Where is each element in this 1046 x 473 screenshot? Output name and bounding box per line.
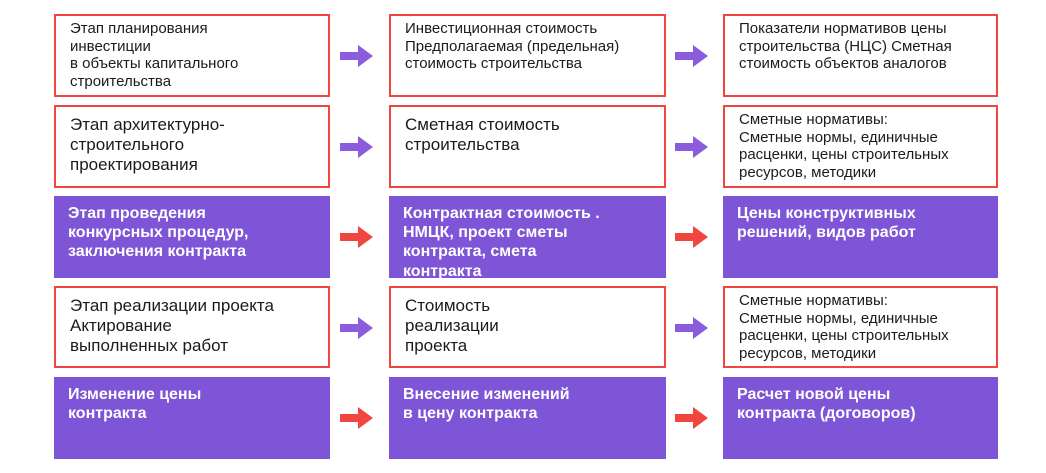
box-text-line: стоимость объектов аналогов xyxy=(739,55,947,73)
box-text-line: решений, видов работ xyxy=(737,224,916,242)
arrow-right-icon xyxy=(675,226,708,248)
estimate-norms-box: Сметные нормативы: Сметные нормы, единич… xyxy=(723,105,998,188)
box-text-line: ресурсов, методики xyxy=(739,344,877,362)
box-text-line: Изменение цены xyxy=(68,386,202,403)
box-text-line: Инвестиционная стоимость xyxy=(405,20,598,37)
stage-tender-box: Этап проведения конкурсных процедур, зак… xyxy=(54,196,330,278)
arrow-right-icon xyxy=(340,317,373,339)
box-text-line: контракта xyxy=(403,262,482,278)
box-text-line: проектирования xyxy=(70,154,198,174)
box-text-line: выполненных работ xyxy=(70,335,229,355)
box-text-line: Сметные нормы, единичные xyxy=(739,128,938,146)
box-text-line: Этап архитектурно- xyxy=(70,115,225,134)
box-text-line: Сметные нормативы: xyxy=(739,292,888,309)
box-text-line: Сметные нормативы: xyxy=(739,111,888,128)
box-text-line: Цены конструктивных xyxy=(737,205,916,222)
box-text-line: реализации xyxy=(405,315,499,335)
box-text-line: контракта, смета xyxy=(403,243,537,261)
box-text-line: строительства (НЦС) Сметная xyxy=(739,37,952,55)
arrow-right-icon xyxy=(340,407,373,429)
box-text-line: Контрактная стоимость . xyxy=(403,205,600,222)
box-text-line: Сметная стоимость xyxy=(405,115,560,134)
price-change-box: Изменение цены контракта xyxy=(54,377,330,459)
box-text-line: ресурсов, методики xyxy=(739,163,877,181)
box-text-line: строительства xyxy=(70,72,172,90)
box-text-line: Этап реализации проекта xyxy=(70,296,274,315)
box-text-line: расценки, цены строительных xyxy=(739,146,949,164)
arrow-right-icon xyxy=(340,45,373,67)
arrow-right-icon xyxy=(340,136,373,158)
box-text-line: НМЦК, проект сметы xyxy=(403,224,568,242)
arrow-right-icon xyxy=(675,45,708,67)
box-text-line: инвестиции xyxy=(70,37,151,55)
box-text-line: Показатели нормативов цены xyxy=(739,20,947,37)
structural-prices-box: Цены конструктивных решений, видов работ xyxy=(723,196,998,278)
arrow-right-icon xyxy=(675,317,708,339)
box-text-line: контракта xyxy=(68,405,147,423)
box-text-line: Этап проведения xyxy=(68,205,206,222)
box-text-line: Стоимость xyxy=(405,296,491,315)
arrow-right-icon xyxy=(340,226,373,248)
estimate-norms-box: Сметные нормативы: Сметные нормы, единич… xyxy=(723,286,998,368)
implementation-cost-box: Стоимость реализации проекта xyxy=(389,286,666,368)
box-text-line: проекта xyxy=(405,335,468,355)
price-amendment-box: Внесение изменений в цену контракта xyxy=(389,377,666,459)
box-text-line: Расчет новой цены xyxy=(737,386,891,403)
new-price-calc-box: Расчет новой цены контракта (договоров) xyxy=(723,377,998,459)
box-text-line: Этап планирования xyxy=(70,20,208,37)
box-text-line: конкурсных процедур, xyxy=(68,224,249,242)
box-text-line: стоимость строительства xyxy=(405,55,582,73)
box-text-line: Внесение изменений xyxy=(403,386,570,403)
box-text-line: строительства xyxy=(405,134,520,154)
box-text-line: заключения контракта xyxy=(68,243,247,261)
arrow-right-icon xyxy=(675,136,708,158)
box-text-line: Сметные нормы, единичные xyxy=(739,309,938,327)
arrow-right-icon xyxy=(675,407,708,429)
stage-design-box: Этап архитектурно- строительного проекти… xyxy=(54,105,330,188)
investment-cost-box: Инвестиционная стоимость Предполагаемая … xyxy=(389,14,666,97)
stage-implementation-box: Этап реализации проекта Актирование выпо… xyxy=(54,286,330,368)
box-text-line: строительного xyxy=(70,134,185,154)
box-text-line: Предполагаемая (предельная) xyxy=(405,37,620,55)
box-text-line: расценки, цены строительных xyxy=(739,327,949,345)
stage-planning-box: Этап планирования инвестиции в объекты к… xyxy=(54,14,330,97)
box-text-line: контракта (договоров) xyxy=(737,405,916,423)
box-text-line: в цену контракта xyxy=(403,405,538,423)
estimated-cost-box: Сметная стоимость строительства xyxy=(389,105,666,188)
ncs-indicators-box: Показатели нормативов цены строительства… xyxy=(723,14,998,97)
box-text-line: Актирование xyxy=(70,315,172,335)
box-text-line: в объекты капитального xyxy=(70,55,239,73)
contract-cost-box: Контрактная стоимость . НМЦК, проект сме… xyxy=(389,196,666,278)
